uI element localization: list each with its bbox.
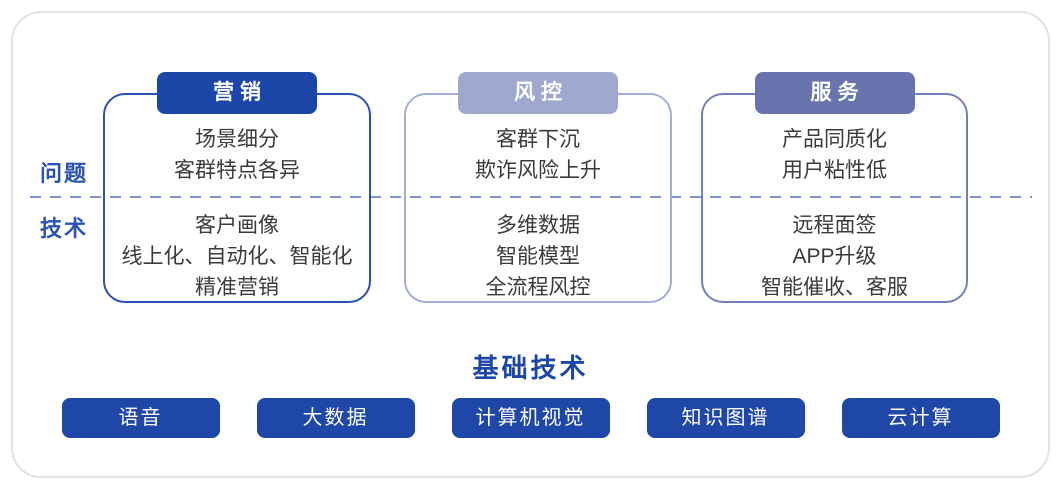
technology-item: 线上化、自动化、智能化 xyxy=(121,245,353,268)
technology-item: 全流程风控 xyxy=(485,276,591,299)
technology-item: 智能催收、客服 xyxy=(761,276,908,299)
problem-item: 欺诈风险上升 xyxy=(475,159,601,182)
column-card-service: 服务 产品同质化 用户粘性低 远程面签 APP升级 智能催收、客服 xyxy=(701,72,968,303)
foundation-item-speech: 语音 xyxy=(61,398,220,438)
foundation-item-computer-vision: 计算机视觉 xyxy=(451,398,610,438)
foundation-row: 语音 大数据 计算机视觉 知识图谱 云计算 xyxy=(0,398,1061,438)
technology-item: APP升级 xyxy=(792,245,877,268)
problem-item: 客群特点各异 xyxy=(174,159,300,182)
problem-item: 产品同质化 xyxy=(782,128,887,151)
foundation-item-big-data: 大数据 xyxy=(256,398,415,438)
technology-item: 远程面签 xyxy=(792,214,877,237)
column-header-marketing: 营销 xyxy=(157,72,317,114)
marketing-problems-list: 场景细分 客群特点各异 xyxy=(105,124,369,186)
problem-item: 场景细分 xyxy=(195,128,279,151)
column-card-marketing: 营销 场景细分 客群特点各异 客户画像 线上化、自动化、智能化 精准营销 xyxy=(103,72,371,303)
foundation-title: 基础技术 xyxy=(472,353,589,383)
technology-item: 精准营销 xyxy=(195,276,279,299)
technology-item: 多维数据 xyxy=(496,214,580,237)
foundation-item-knowledge-graph: 知识图谱 xyxy=(646,398,805,438)
column-header-service: 服务 xyxy=(754,72,915,114)
foundation-item-cloud-computing: 云计算 xyxy=(841,398,1000,438)
column-header-risk-control: 风控 xyxy=(458,72,618,114)
risk-problems-list: 客群下沉 欺诈风险上升 xyxy=(406,124,670,186)
service-problems-list: 产品同质化 用户粘性低 xyxy=(703,124,966,186)
row-label-technology: 技术 xyxy=(39,216,88,241)
risk-technologies-list: 多维数据 智能模型 全流程风控 xyxy=(406,210,670,303)
technology-item: 智能模型 xyxy=(496,245,580,268)
problem-item: 客群下沉 xyxy=(496,128,580,151)
problem-item: 用户粘性低 xyxy=(782,159,887,182)
service-technologies-list: 远程面签 APP升级 智能催收、客服 xyxy=(703,210,966,303)
row-label-problems: 问题 xyxy=(39,161,88,186)
column-card-risk-control: 风控 客群下沉 欺诈风险上升 多维数据 智能模型 全流程风控 xyxy=(404,72,672,303)
technology-item: 客户画像 xyxy=(195,214,279,237)
problems-technology-divider-line xyxy=(30,196,1032,198)
marketing-technologies-list: 客户画像 线上化、自动化、智能化 精准营销 xyxy=(105,210,369,303)
